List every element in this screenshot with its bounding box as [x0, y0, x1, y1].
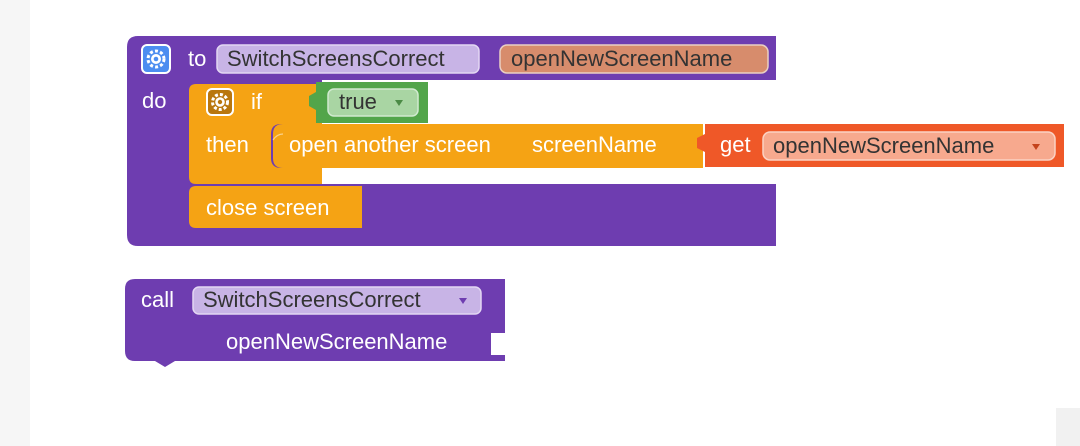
get-keyword: get: [720, 132, 751, 157]
if-mutator-button[interactable]: [206, 88, 234, 116]
call-arg-socket[interactable]: [491, 333, 505, 355]
call-procedure-dropdown[interactable]: SwitchScreensCorrect: [192, 286, 482, 315]
true-logic-block[interactable]: true: [309, 82, 428, 123]
procedure-param-text: openNewScreenName: [511, 46, 732, 71]
procedure-mutator-button[interactable]: [141, 44, 171, 74]
call-keyword: call: [141, 287, 174, 312]
if-keyword: if: [251, 89, 263, 114]
open-another-screen-block[interactable]: open another screen screenName: [272, 124, 703, 168]
true-value-text: true: [339, 89, 377, 114]
get-variable-dropdown[interactable]: openNewScreenName: [762, 131, 1056, 161]
statement-notch: [272, 133, 284, 141]
true-dropdown-field[interactable]: true: [327, 88, 419, 117]
procedure-param-field[interactable]: openNewScreenName: [499, 44, 769, 74]
close-screen-block[interactable]: close screen: [189, 186, 362, 228]
call-procedure-block[interactable]: call SwitchScreensCorrect openNewScreenN…: [125, 279, 505, 367]
open-screen-label: open another screen: [289, 132, 491, 157]
get-variable-block[interactable]: get openNewScreenName: [697, 124, 1064, 167]
dropdown-arrow-icon: [459, 298, 467, 304]
dropdown-arrow-icon: [395, 100, 403, 106]
then-keyword: then: [206, 132, 249, 157]
do-keyword: do: [142, 88, 166, 113]
screen-name-arg-label: screenName: [532, 132, 657, 157]
open-screen-block-body: [273, 124, 703, 168]
to-keyword: to: [188, 46, 206, 71]
workspace-scrollbar-corner: [1056, 408, 1080, 446]
gear-icon: [211, 93, 229, 111]
procedure-name-field[interactable]: SwitchScreensCorrect: [216, 44, 480, 74]
get-variable-text: openNewScreenName: [773, 133, 994, 158]
close-screen-label: close screen: [206, 195, 330, 220]
dropdown-arrow-icon: [1032, 144, 1040, 150]
close-screen-block-body: [189, 186, 362, 228]
gear-icon: [146, 49, 166, 69]
call-arg-label: openNewScreenName: [226, 329, 447, 354]
call-procedure-name-text: SwitchScreensCorrect: [203, 287, 421, 312]
if-then-block[interactable]: if then: [189, 84, 322, 184]
procedure-name-text: SwitchScreensCorrect: [227, 46, 445, 71]
